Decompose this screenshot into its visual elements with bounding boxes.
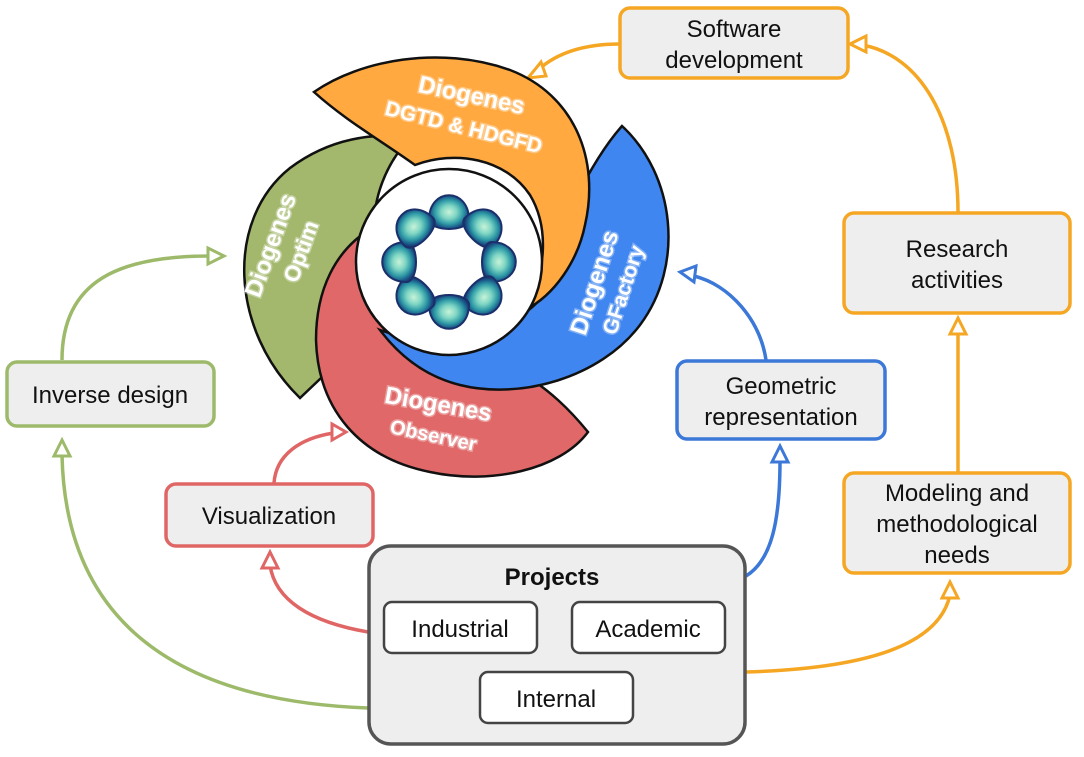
arrow-projects-to-geometric: [745, 459, 782, 578]
visualization-box: Visualization: [164, 482, 375, 548]
modeling-needs-box: Modeling and methodological needs: [842, 471, 1072, 575]
arrow-projects-to-inverse: [60, 454, 369, 710]
arrow-software-to-dgtd: [536, 42, 621, 72]
modeling-needs-line1: Modeling and: [885, 480, 1029, 507]
research-activities-line1: Research: [906, 236, 1009, 263]
arrowhead-optim: [206, 245, 228, 267]
arrow-visualization-to-observer: [272, 431, 335, 484]
inverse-design-label: Inverse design: [32, 382, 188, 409]
arrowhead-inverse: [51, 436, 73, 458]
arrowhead-modeling: [939, 578, 961, 600]
arrow-projects-to-visualization: [268, 564, 369, 634]
software-development-line1: Software: [687, 16, 782, 43]
software-development-line2: development: [665, 47, 803, 74]
project-academic-box: [570, 600, 727, 655]
projects-title: Projects: [505, 564, 600, 591]
spiral-logo: Diogenes DGTD & HDGFD Diogenes GFactory …: [238, 56, 670, 478]
arrowhead-geometric: [769, 442, 791, 464]
visualization-label: Visualization: [202, 503, 336, 530]
arrow-projects-to-modeling: [745, 594, 952, 674]
projects-box: Projects Industrial Academic Internal: [367, 544, 747, 746]
geometric-representation-line2: representation: [704, 404, 857, 431]
arrow-inverse-to-optim: [60, 254, 211, 361]
geometric-representation-line1: Geometric: [726, 373, 837, 400]
project-internal-box: [478, 670, 635, 725]
arrowhead-research: [947, 314, 969, 336]
research-activities-line2: activities: [911, 267, 1003, 294]
modeling-needs-line3: needs: [924, 542, 989, 569]
project-internal-label: Internal: [516, 686, 596, 713]
inverse-design-box: Inverse design: [5, 360, 216, 428]
arrowhead-gfactory: [676, 263, 698, 285]
arrowhead-software: [846, 33, 868, 55]
arrow-research-to-software: [861, 43, 960, 213]
cell-ring: [381, 194, 517, 330]
arrowhead-dgtd: [524, 58, 549, 80]
project-academic-label: Academic: [595, 616, 700, 643]
project-industrial-box: [382, 600, 539, 655]
software-development-box: Software development: [618, 6, 850, 80]
arrowhead-visualization: [259, 548, 281, 570]
modeling-needs-line2: methodological: [876, 511, 1037, 538]
project-industrial-label: Industrial: [411, 616, 508, 643]
arrowhead-observer: [330, 421, 350, 443]
research-activities-box: Research activities: [842, 211, 1072, 315]
arrow-geometric-to-gfactory: [693, 274, 768, 361]
geometric-representation-box: Geometric representation: [675, 359, 887, 441]
segment-dgtd: [311, 56, 591, 313]
